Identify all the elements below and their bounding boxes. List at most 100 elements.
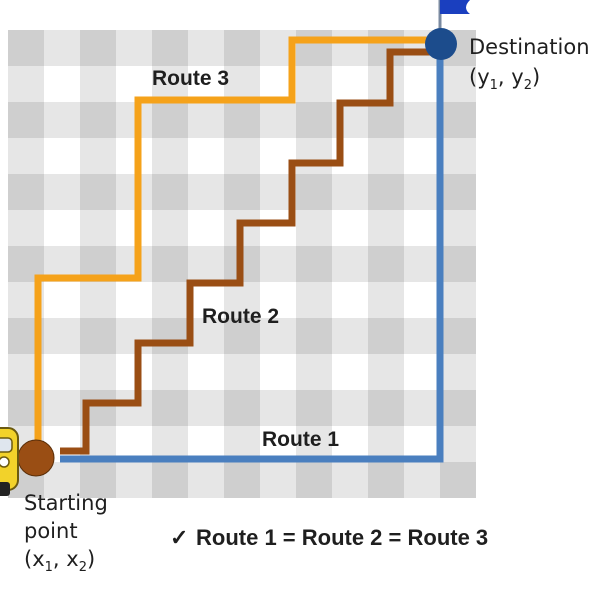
grid-cell — [116, 354, 152, 390]
grid-cell — [368, 174, 404, 210]
grid-cell — [188, 318, 224, 354]
grid-cell — [116, 66, 152, 102]
grid-cell — [44, 174, 80, 210]
grid-cell — [296, 66, 332, 102]
grid-cell — [332, 354, 368, 390]
grid-cell — [224, 174, 260, 210]
grid-cell — [296, 30, 332, 66]
grid-cell — [296, 282, 332, 318]
route-equality-statement: Route 1 = Route 2 = Route 3 — [196, 525, 488, 550]
grid-cell — [296, 390, 332, 426]
grid-cell — [260, 102, 296, 138]
grid-cell — [80, 462, 116, 498]
grid-cell — [152, 354, 188, 390]
grid-cell — [188, 390, 224, 426]
grid-cell — [80, 210, 116, 246]
grid-cell — [260, 354, 296, 390]
grid-cell — [116, 282, 152, 318]
starting-point-label-line1: Starting — [24, 491, 108, 515]
grid-cell — [188, 30, 224, 66]
grid-cell — [296, 246, 332, 282]
grid-cell — [404, 246, 440, 282]
grid-cell — [368, 462, 404, 498]
grid-cell — [8, 138, 44, 174]
grid-cell — [188, 102, 224, 138]
grid-cell — [224, 102, 260, 138]
grid-cell — [332, 30, 368, 66]
destination-coords: (y1, y2) — [469, 65, 540, 93]
starting-point-marker — [17, 439, 55, 477]
grid-cell — [404, 102, 440, 138]
grid-cell — [404, 282, 440, 318]
grid-cell — [404, 354, 440, 390]
grid-cell — [188, 354, 224, 390]
grid-cell — [368, 246, 404, 282]
destination-label: Destination — [469, 35, 590, 59]
grid-cell — [404, 138, 440, 174]
grid-cell — [296, 138, 332, 174]
grid-cell — [368, 66, 404, 102]
grid-cell — [44, 66, 80, 102]
check-icon: ✓ — [170, 525, 188, 550]
grid-cell — [332, 210, 368, 246]
grid-cell — [44, 282, 80, 318]
grid-cell — [296, 174, 332, 210]
grid-cell — [368, 30, 404, 66]
grid-cell — [152, 282, 188, 318]
route-1-path — [60, 40, 444, 463]
route-2-label: Route 2 — [202, 305, 279, 328]
grid-cell — [332, 174, 368, 210]
grid-cell — [188, 66, 224, 102]
grid-cell — [296, 354, 332, 390]
grid-cell — [116, 462, 152, 498]
grid-cell — [332, 246, 368, 282]
grid-cell — [152, 138, 188, 174]
grid-cell — [404, 174, 440, 210]
grid-cell — [188, 246, 224, 282]
route-3-label: Route 3 — [152, 67, 229, 90]
destination-marker — [425, 28, 457, 60]
grid-cell — [80, 354, 116, 390]
grid-cell — [404, 66, 440, 102]
car-icon — [0, 427, 19, 496]
route-1-label: Route 1 — [262, 428, 339, 451]
grid-cell — [44, 102, 80, 138]
grid-cell — [440, 210, 476, 246]
grid-cell — [404, 462, 440, 498]
grid-cell — [368, 102, 404, 138]
route-2-path — [60, 48, 430, 455]
grid-cell — [116, 30, 152, 66]
grid-cell — [152, 30, 188, 66]
grid-cell — [152, 102, 188, 138]
grid-cell — [368, 282, 404, 318]
grid-cell — [224, 462, 260, 498]
grid-cell — [80, 318, 116, 354]
grid-cell — [44, 318, 80, 354]
grid-cell — [152, 462, 188, 498]
grid-cell — [260, 246, 296, 282]
grid-cell — [296, 318, 332, 354]
grid-cell — [116, 102, 152, 138]
grid-cell — [440, 66, 476, 102]
grid-cell — [152, 246, 188, 282]
grid-cell — [440, 462, 476, 498]
grid-cell — [368, 318, 404, 354]
grid-cell — [332, 282, 368, 318]
grid-cell — [224, 318, 260, 354]
grid-cell — [188, 282, 224, 318]
grid-cell — [440, 246, 476, 282]
grid-cell — [404, 210, 440, 246]
grid-cell — [44, 390, 80, 426]
grid-cell — [224, 354, 260, 390]
grid-cell — [404, 318, 440, 354]
grid-cell — [440, 318, 476, 354]
grid-cell — [368, 390, 404, 426]
grid-cell — [440, 282, 476, 318]
grid-cell — [152, 174, 188, 210]
grid-cell — [224, 390, 260, 426]
grid-cell — [224, 282, 260, 318]
grid-cell — [80, 30, 116, 66]
grid-cell — [368, 354, 404, 390]
grid-cell — [332, 462, 368, 498]
